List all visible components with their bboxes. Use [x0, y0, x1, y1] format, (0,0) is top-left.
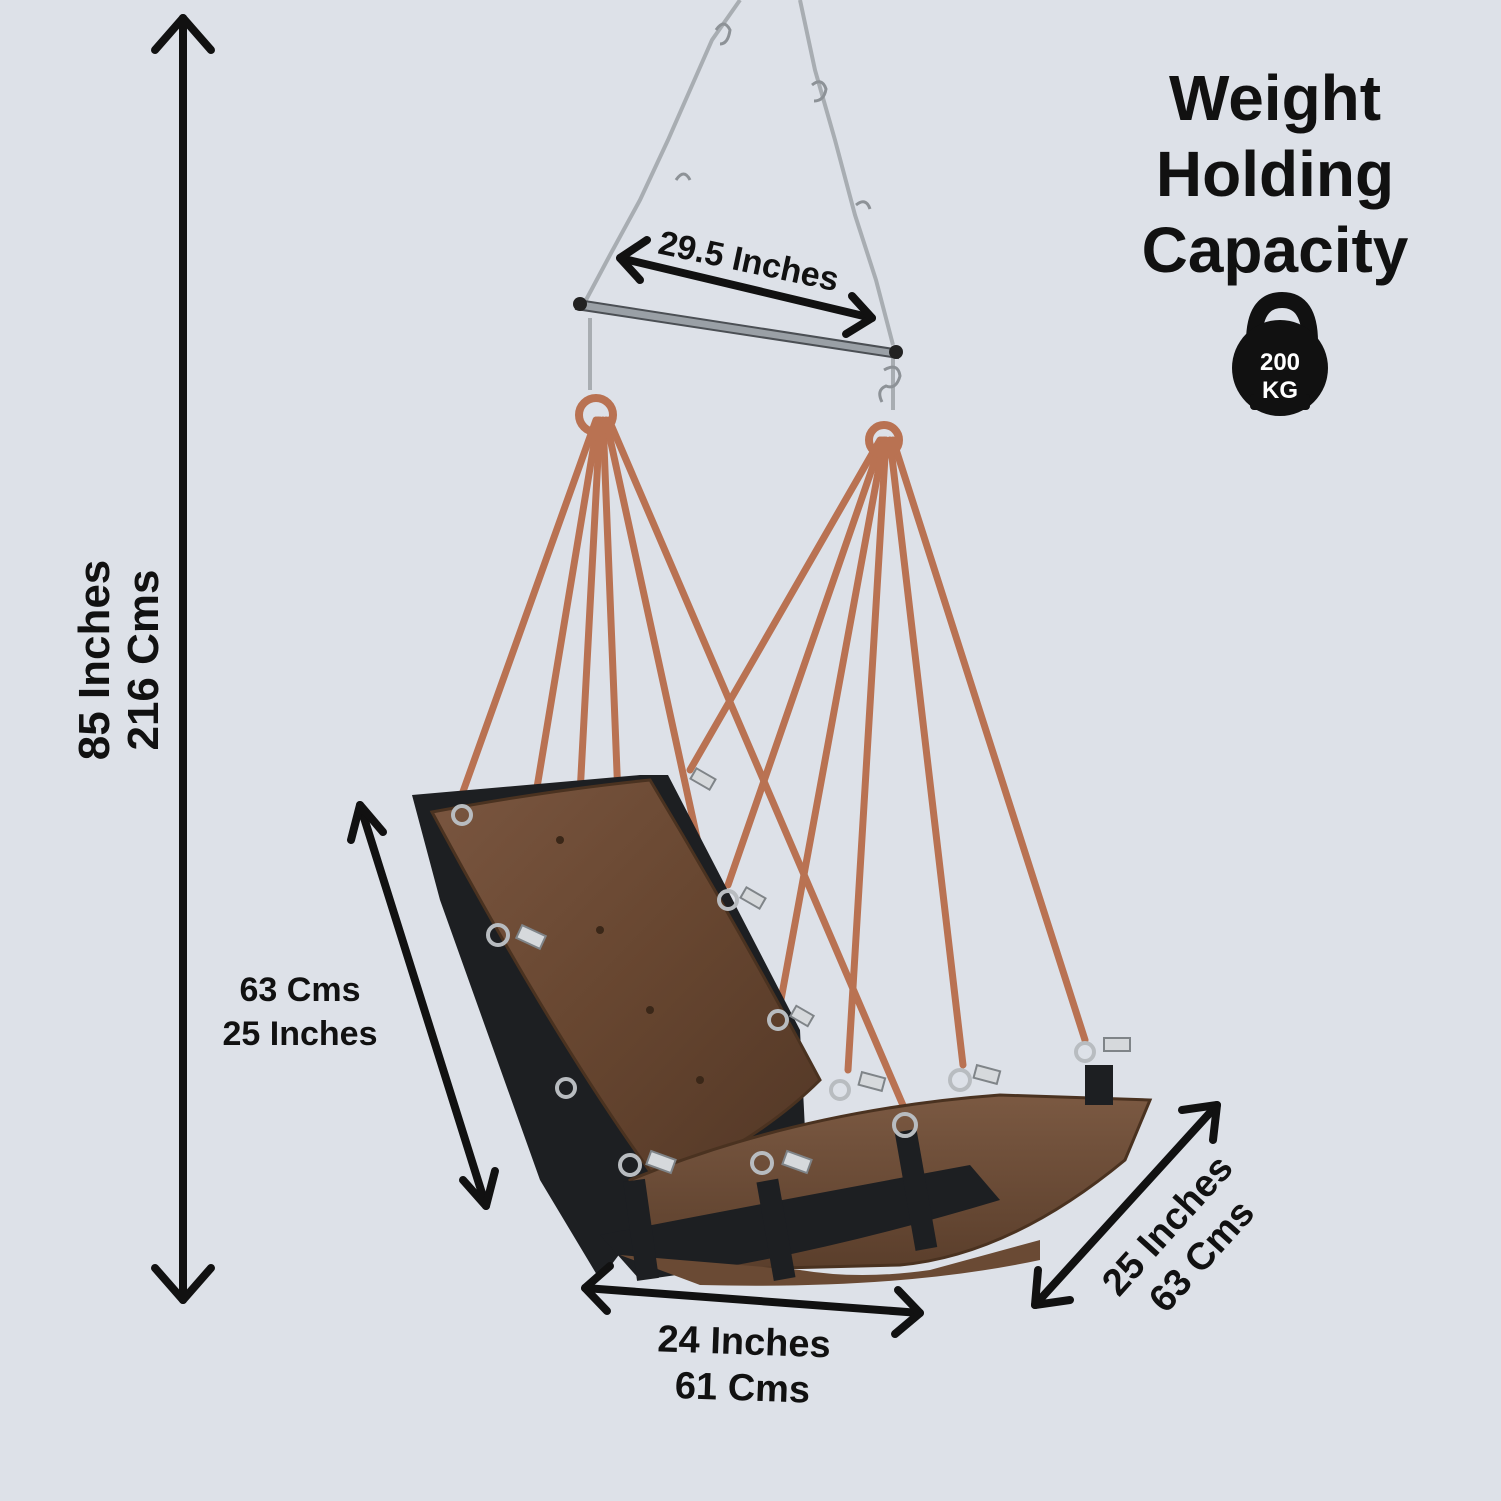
weight-capacity-title: Weight Holding Capacity — [1120, 60, 1430, 288]
rope-ring-group — [575, 394, 903, 459]
seat-depth-arrow — [1031, 1101, 1221, 1309]
chain-hook-icon — [674, 172, 692, 181]
seat-width-arrow — [581, 1262, 924, 1338]
kettlebell-icon: 200 KG — [1232, 291, 1328, 416]
chain-hook-icon — [855, 200, 872, 210]
seat-width-cms: 61 Cms — [674, 1364, 811, 1412]
weight-unit: KG — [1262, 377, 1298, 404]
seat-cushion — [600, 1065, 1153, 1286]
bar-width-arrow — [616, 236, 876, 338]
metal-ring-group — [451, 804, 1096, 1177]
total-height-inches: 85 Inches — [70, 559, 119, 761]
s-hook-icon — [878, 365, 902, 403]
dimension-arrow-group — [151, 14, 1221, 1338]
chain-hook-icon — [714, 22, 732, 46]
chain-group — [584, 0, 895, 410]
height-arrow — [151, 14, 215, 1304]
total-height-cms: 216 Cms — [119, 569, 169, 751]
weight-title-line: Holding — [1155, 138, 1395, 210]
left-chain — [584, 0, 742, 301]
spreader-bar — [573, 297, 903, 360]
weight-value: 200 — [1260, 349, 1300, 376]
metal-clip-group — [514, 766, 1131, 1175]
seat-width-inches: 24 Inches — [656, 1318, 832, 1367]
rope-ring-icon — [865, 421, 903, 459]
rope-ring-icon — [575, 394, 617, 436]
total-height-label: 85 Inches 216 Cms — [70, 510, 169, 810]
weight-title-line: Capacity — [1141, 214, 1409, 286]
backrest-height-label: 63 Cms 25 Inches — [195, 968, 405, 1056]
weight-title-line: Weight — [1168, 62, 1382, 134]
backrest-arrow — [347, 801, 499, 1210]
right-chain — [798, 0, 895, 346]
backrest-height-cms: 63 Cms — [239, 971, 361, 1009]
backrest-height-inches: 25 Inches — [222, 1015, 378, 1053]
chain-hook-icon — [811, 80, 828, 103]
seat-width-label: 24 Inches 61 Cms — [617, 1315, 870, 1416]
